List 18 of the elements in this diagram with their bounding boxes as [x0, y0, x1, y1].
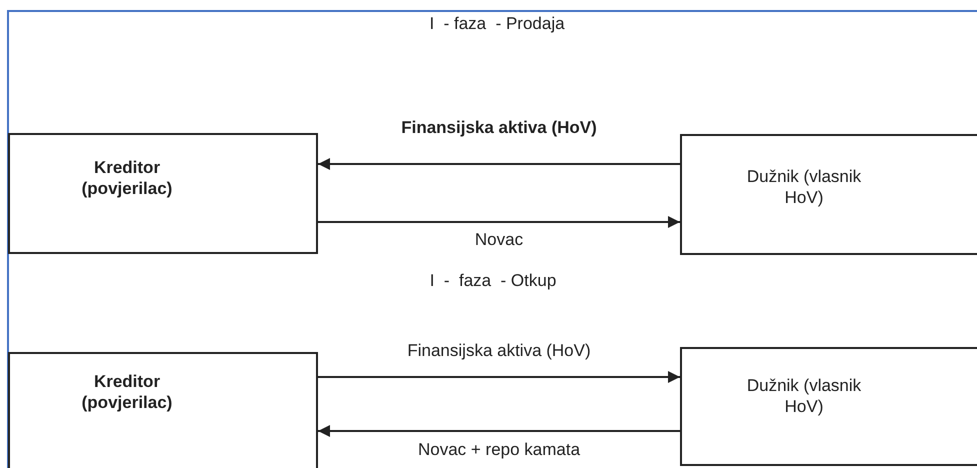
entity-box [8, 352, 318, 468]
edge-label: Finansijska aktiva (HoV) [401, 118, 597, 138]
entity-name: Dužnik (vlasnik HoV) [746, 375, 862, 417]
entity-name: Kreditor (povjerilac) [80, 157, 174, 199]
arrow [318, 216, 680, 228]
entity-box [8, 133, 318, 254]
edge-label: Novac [474, 230, 524, 250]
entity-name: Kreditor (povjerilac) [80, 371, 174, 413]
phase-heading: I - faza - Otkup [430, 271, 556, 291]
edge-label: Novac + repo kamata [418, 440, 580, 460]
arrow [318, 425, 680, 437]
edge-label: Finansijska aktiva (HoV) [407, 341, 591, 361]
arrow [318, 371, 680, 383]
entity-box [680, 134, 977, 255]
entity-name: Dužnik (vlasnik HoV) [746, 166, 862, 208]
entity-box [680, 347, 977, 466]
arrow [318, 158, 680, 170]
phase-heading: I - faza - Prodaja [429, 14, 565, 34]
